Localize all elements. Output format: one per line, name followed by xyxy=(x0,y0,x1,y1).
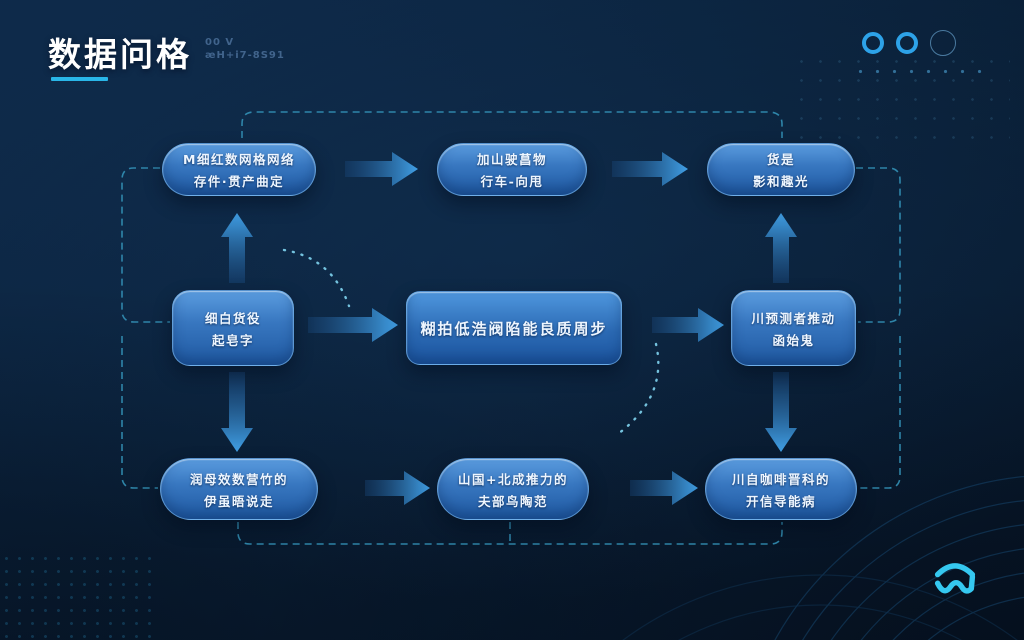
flow-node-top-left: M细红数网格网络 存件·贯产曲定 xyxy=(162,143,316,196)
arrow-row2-left xyxy=(308,308,398,342)
dotted-arc-left xyxy=(282,248,351,308)
ring-circle-icon xyxy=(896,32,918,54)
node-line2: 开信导能病 xyxy=(745,493,816,509)
node-line2: 夫部鸟陶范 xyxy=(477,493,548,509)
flow-node-bottom-center: 山国+北成推力的 夫部鸟陶范 xyxy=(437,458,589,520)
ring-circle-icon xyxy=(862,32,884,54)
dot-grid-decor-bottom-left xyxy=(0,552,152,640)
node-line2: 影和趣光 xyxy=(752,174,809,189)
flow-node-mid-center: 糊拍低浩阀陷能良质周步 xyxy=(406,291,622,365)
arrow-up-right-column xyxy=(765,213,797,283)
flow-node-bottom-left: 润母效数营竹的 伊虽晤说走 xyxy=(160,458,318,520)
node-line2: 函始鬼 xyxy=(772,332,815,348)
flow-node-top-right: 货是 影和趣光 xyxy=(707,143,855,196)
node-line1: 山国+北成推力的 xyxy=(458,471,568,487)
node-line1: 润母效数营竹的 xyxy=(189,471,288,487)
dashed-bottom-loop xyxy=(237,522,783,545)
subtitle-text: 00 V æH+i7-8S91 xyxy=(205,36,285,62)
subtitle-line1: 00 V xyxy=(205,37,235,48)
ring-circle-outline-icon xyxy=(930,30,956,56)
node-line1: M细红数网格网络 xyxy=(183,152,295,167)
flow-node-bottom-right: 川自咖啡晋科的 开信导能病 xyxy=(705,458,857,520)
node-line1: 糊拍低浩阀陷能良质周步 xyxy=(420,319,608,338)
arrow-row1-left xyxy=(345,152,418,186)
node-line2: 存件·贯产曲定 xyxy=(193,174,285,189)
arrow-up-left-column xyxy=(221,213,253,283)
arrow-row3-right xyxy=(630,471,698,505)
flow-node-mid-left: 细白货役 起皂字 xyxy=(172,290,294,366)
node-line1: 货是 xyxy=(766,152,795,167)
arrow-row2-right xyxy=(652,308,724,342)
arrow-row3-left xyxy=(365,471,430,505)
title-underline xyxy=(51,77,108,81)
dashed-left-bracket-bottom xyxy=(121,336,158,489)
subtitle-line2: æH+i7-8S91 xyxy=(205,50,285,61)
dashed-right-bracket-bottom xyxy=(857,336,901,489)
roof-wave-logo-icon xyxy=(934,563,976,594)
node-line1: 细白货役 xyxy=(204,310,261,326)
dashed-right-bracket-top xyxy=(856,167,901,323)
dotted-arc-right xyxy=(616,342,660,436)
dashed-left-bracket-top xyxy=(121,167,208,323)
header-ring-icons xyxy=(862,30,956,56)
node-line2: 行车-向甩 xyxy=(480,174,544,189)
node-line2: 伊虽晤说走 xyxy=(203,493,274,509)
page-title: 数据问格 xyxy=(48,35,192,74)
flow-node-top-center: 加山驶菖物 行车-向甩 xyxy=(437,143,587,196)
arrow-down-right-column xyxy=(765,372,797,452)
arrow-down-left-column xyxy=(221,372,253,452)
dashed-top-loop xyxy=(241,111,783,138)
flow-node-mid-right: 川预测者推动 函始鬼 xyxy=(731,290,856,366)
wave-arcs-decor xyxy=(622,475,1024,640)
dot-grid-decor-top-right xyxy=(792,52,1010,148)
node-line1: 川预测者推动 xyxy=(751,310,836,326)
node-line1: 川自咖啡晋科的 xyxy=(731,471,830,487)
node-line1: 加山驶菖物 xyxy=(476,152,547,167)
dot-row-decor xyxy=(852,69,992,74)
node-line2: 起皂字 xyxy=(211,332,254,348)
arrow-row1-right xyxy=(612,152,688,186)
